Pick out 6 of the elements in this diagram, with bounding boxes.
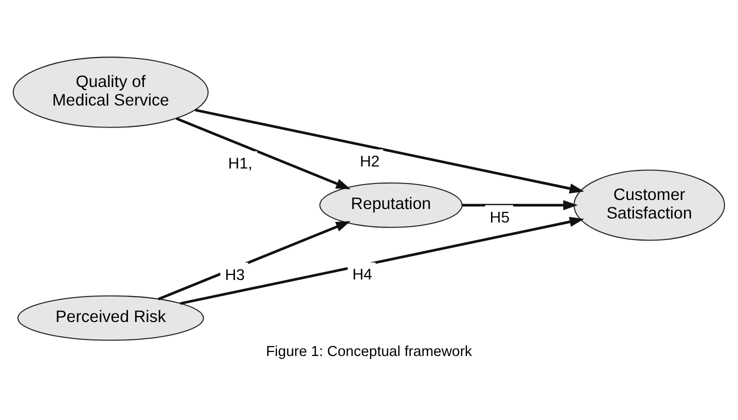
caption: Figure 1: Conceptual framework [266, 343, 472, 360]
edge-label: H3 [224, 266, 245, 284]
edge-label: H5 [490, 208, 510, 226]
edge-label: H1, [228, 154, 252, 172]
edge-label: H4 [352, 266, 372, 284]
edge-label: H2 [360, 152, 380, 170]
